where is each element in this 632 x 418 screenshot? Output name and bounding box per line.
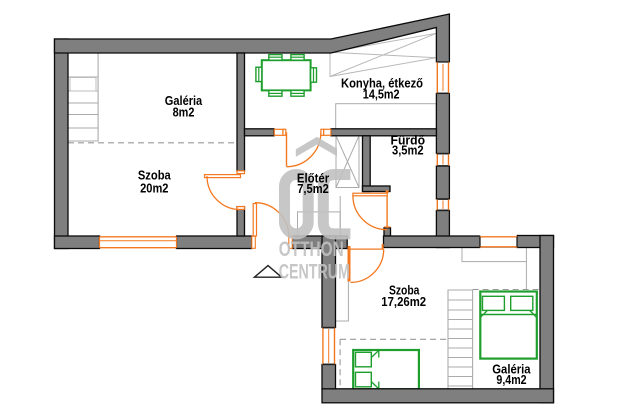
svg-text:8m2: 8m2	[173, 105, 195, 119]
svg-text:Szoba: Szoba	[389, 284, 420, 298]
svg-text:3,5m2: 3,5m2	[392, 144, 424, 158]
svg-text:Szoba: Szoba	[138, 169, 172, 183]
svg-text:7,5m2: 7,5m2	[297, 182, 329, 196]
svg-text:20m2: 20m2	[140, 182, 168, 196]
svg-text:Galéria: Galéria	[492, 363, 531, 377]
svg-text:9,4m2: 9,4m2	[496, 373, 526, 387]
svg-text:17,26m2: 17,26m2	[381, 295, 426, 309]
svg-text:OTTHON: OTTHON	[279, 237, 344, 261]
svg-text:Konyha, étkező: Konyha, étkező	[341, 76, 423, 90]
svg-text:Előtér: Előtér	[297, 172, 329, 186]
svg-text:Galéria: Galéria	[165, 94, 203, 108]
svg-text:CENTRUM: CENTRUM	[279, 259, 350, 283]
svg-text:14,5m2: 14,5m2	[363, 88, 400, 102]
svg-text:Fürdő: Fürdő	[391, 134, 426, 148]
